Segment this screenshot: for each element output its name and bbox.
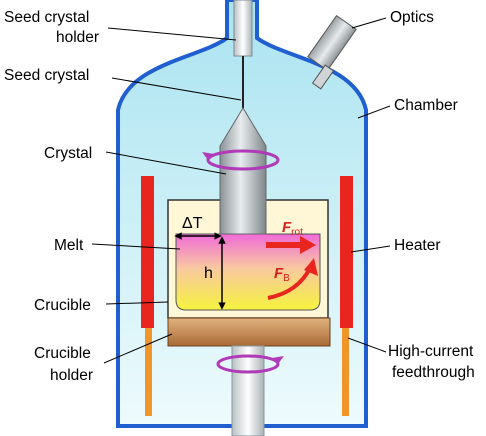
f-b-arrowhead xyxy=(304,258,318,276)
label-chamber: Chamber xyxy=(394,97,458,114)
label-feedthrough-1: High-current xyxy=(388,343,474,360)
symbol-h: h xyxy=(204,265,213,282)
leader-crucible xyxy=(105,301,169,305)
symbol-f-b-main: F xyxy=(274,265,284,282)
label-seed-crystal: Seed crystal xyxy=(4,67,89,84)
leader-heater xyxy=(350,245,391,253)
seed-crystal-holder-rod xyxy=(233,0,253,57)
heater-left xyxy=(141,176,154,328)
label-crucible-holder-2: holder xyxy=(50,367,93,384)
symbol-f-b: FB xyxy=(274,265,290,284)
feedthrough-left xyxy=(145,328,152,416)
symbol-f-rot: Frot xyxy=(282,219,303,238)
crucible-rotation-arrowhead xyxy=(272,356,284,364)
label-crucible: Crucible xyxy=(34,297,91,314)
feedthrough-right xyxy=(342,328,349,416)
crucible-shaft xyxy=(231,345,265,436)
crystal xyxy=(219,107,267,235)
symbol-f-rot-main: F xyxy=(282,219,292,236)
crystal-rotation-arrowhead xyxy=(202,152,214,160)
label-melt: Melt xyxy=(54,237,84,254)
f-rot-arrow xyxy=(266,236,316,254)
label-crystal: Crystal xyxy=(44,145,92,162)
leader-chamber xyxy=(357,105,391,119)
symbol-f-rot-sub: rot xyxy=(291,227,303,238)
symbol-delta-t: ΔT xyxy=(182,215,203,232)
f-b-arrow xyxy=(267,267,312,300)
label-feedthrough-2: feedthrough xyxy=(392,364,475,381)
leader-melt xyxy=(91,243,181,250)
label-heater: Heater xyxy=(394,237,441,254)
label-optics: Optics xyxy=(390,9,434,26)
crucible-holder xyxy=(167,317,331,347)
leader-crystal xyxy=(105,151,227,175)
leader-feedthrough xyxy=(347,337,387,353)
label-seed-crystal-holder-2: holder xyxy=(56,29,99,46)
symbol-f-b-sub: B xyxy=(283,273,290,284)
leader-lines xyxy=(91,17,391,364)
label-seed-crystal-holder-1: Seed crystal xyxy=(4,9,89,26)
leader-seed-holder xyxy=(107,27,237,41)
leader-seed-crystal xyxy=(111,77,242,101)
optics-device xyxy=(307,14,357,90)
heater-right xyxy=(340,176,353,328)
leader-optics xyxy=(351,17,387,29)
label-crucible-holder-1: Crucible xyxy=(34,345,91,362)
leader-crucible-holder xyxy=(103,333,173,364)
